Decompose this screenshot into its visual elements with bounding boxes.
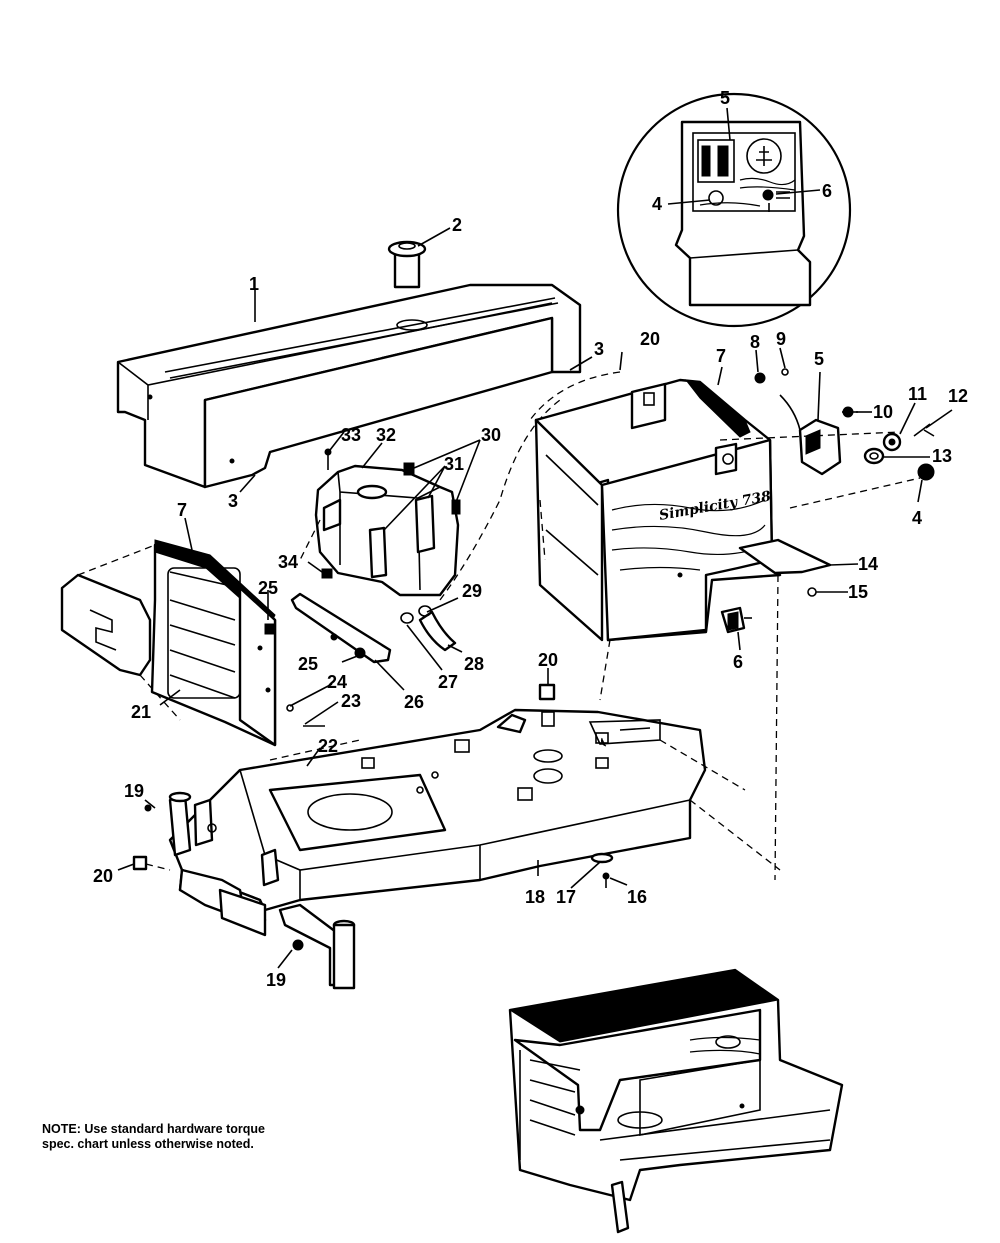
leader-lines [117, 107, 953, 969]
callout-15: 15 [848, 582, 868, 602]
callout-17: 17 [556, 887, 576, 907]
callout-34: 34 [278, 552, 298, 572]
callout-2: 2 [452, 215, 462, 235]
callout-27: 27 [438, 672, 458, 692]
assembly-guides [269, 371, 779, 881]
callout-32: 32 [376, 425, 396, 445]
callout-20: 20 [93, 866, 113, 886]
callout-8: 8 [750, 332, 760, 352]
callout-20: 20 [538, 650, 558, 670]
hardware-note: NOTE: Use standard hardware torque spec.… [42, 1122, 265, 1151]
callout-5: 5 [814, 349, 824, 369]
callout-13: 13 [932, 446, 952, 466]
light-switch [720, 606, 752, 634]
callout-30: 30 [481, 425, 501, 445]
emblem [60, 544, 181, 721]
callout-29: 29 [462, 581, 482, 601]
callout-labels: 1 2 3 3 4 4 5 5 6 6 7 7 8 9 10 11 12 13 … [93, 88, 968, 990]
callout-16: 16 [627, 887, 647, 907]
callout-20: 20 [640, 329, 660, 349]
callout-19: 19 [124, 781, 144, 801]
callout-7: 7 [716, 346, 726, 366]
frame-hardware [132, 683, 614, 951]
callout-3: 3 [594, 339, 604, 359]
callout-11: 11 [908, 384, 927, 404]
callout-3: 3 [228, 491, 238, 511]
callout-18: 18 [525, 887, 545, 907]
callout-7: 7 [177, 500, 187, 520]
front-axle-support [168, 791, 356, 990]
callout-6: 6 [822, 181, 832, 201]
gas-cap [387, 240, 427, 289]
callout-5: 5 [720, 88, 730, 108]
fuel-line [400, 399, 561, 652]
callout-6: 6 [733, 652, 743, 672]
dash-panel-inset [616, 92, 852, 328]
callout-28: 28 [464, 654, 484, 674]
callout-25: 25 [298, 654, 318, 674]
assembled-view [508, 968, 844, 1234]
callout-12: 12 [948, 386, 968, 406]
callout-9: 9 [776, 329, 786, 349]
callout-19: 19 [266, 970, 286, 990]
front-grille [150, 539, 277, 747]
callout-14: 14 [858, 554, 878, 574]
callout-1: 1 [249, 274, 259, 294]
callout-33: 33 [341, 425, 361, 445]
callout-23: 23 [341, 691, 361, 711]
callout-26: 26 [404, 692, 424, 712]
dash-console: Simplicity 738 [534, 378, 832, 642]
fuel-tank [314, 448, 461, 597]
callout-21: 21 [131, 702, 151, 722]
callout-31: 31 [444, 454, 464, 474]
tank-strap [290, 592, 392, 664]
callout-24: 24 [327, 672, 347, 692]
callout-4: 4 [652, 194, 662, 214]
right-hardware [719, 368, 935, 597]
main-frame [168, 708, 781, 922]
callout-22: 22 [318, 736, 338, 756]
callout-10: 10 [873, 402, 893, 422]
hood [116, 283, 582, 489]
callout-4: 4 [912, 508, 922, 528]
callout-25: 25 [258, 578, 278, 598]
